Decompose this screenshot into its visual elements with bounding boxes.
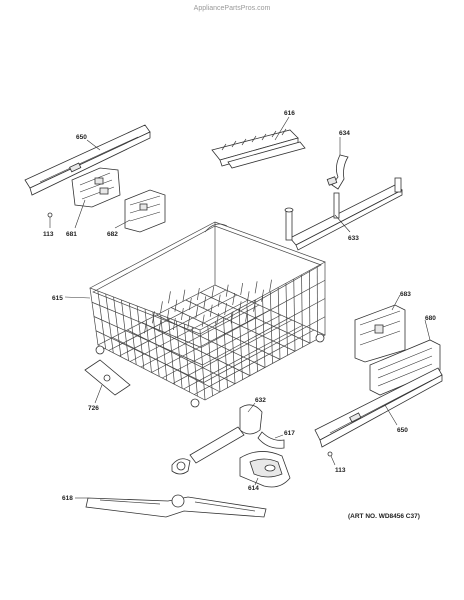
clip-726[interactable]	[84, 359, 131, 396]
callout-726: 726	[88, 405, 99, 412]
rack-wire	[230, 311, 234, 324]
rack-wire	[211, 286, 215, 299]
callout-614: 614	[248, 485, 259, 492]
screw-113-upper[interactable]	[47, 212, 53, 218]
bracket-680[interactable]	[369, 339, 441, 396]
rack-wire	[174, 299, 178, 312]
rack-wire	[203, 296, 207, 309]
callout-113-upper: 113	[43, 231, 54, 238]
spray-arm-618[interactable]	[85, 494, 267, 518]
rack-wire	[246, 291, 250, 304]
tine-row-616[interactable]	[211, 128, 306, 169]
callout-650-lower: 650	[397, 427, 408, 434]
housing-614[interactable]	[239, 451, 291, 488]
rack-wire	[201, 314, 205, 327]
spray-hub-632[interactable]	[171, 404, 263, 475]
callout-616: 616	[284, 110, 295, 117]
callout-634: 634	[339, 130, 350, 137]
rack-wire	[196, 287, 200, 301]
rack-wire	[232, 292, 236, 306]
rack-wire	[195, 306, 199, 319]
rack-wire	[188, 297, 192, 311]
callout-683: 683	[400, 291, 411, 298]
spray-manifold-633[interactable]	[284, 177, 403, 251]
callout-618: 618	[62, 495, 73, 502]
rack-wire	[152, 311, 155, 324]
callout-680: 680	[425, 315, 436, 322]
art-number: (ART NO. WD8456 C37)	[348, 513, 420, 520]
bracket-681[interactable]	[71, 167, 121, 208]
screw-113-lower[interactable]	[327, 451, 333, 457]
rack-wire	[202, 298, 326, 366]
rack-wire	[254, 281, 258, 294]
callout-633: 633	[348, 235, 359, 242]
rack-wire	[200, 292, 311, 344]
hose-617[interactable]	[257, 431, 285, 449]
rack-wire	[141, 322, 251, 376]
bracket-682[interactable]	[124, 189, 166, 233]
callout-650-upper: 650	[76, 134, 87, 141]
callout-617: 617	[284, 430, 295, 437]
rack-wire	[245, 309, 248, 322]
rack-wire	[158, 319, 162, 332]
rack-wire	[203, 316, 326, 383]
rack-wire	[253, 299, 256, 312]
rack-wire	[185, 299, 296, 352]
rack-basket-615[interactable]	[89, 221, 326, 408]
rack-wire	[240, 282, 244, 296]
rack-wire	[112, 337, 221, 393]
rack-wire	[224, 302, 228, 316]
callout-615: 615	[52, 295, 63, 302]
rack-wire	[160, 301, 163, 314]
rack-wire	[144, 321, 147, 334]
rack-wire	[217, 294, 221, 307]
callout-632: 632	[255, 397, 266, 404]
rack-wire	[216, 312, 220, 326]
rack-wire	[225, 284, 229, 297]
callout-682: 682	[107, 231, 118, 238]
rack-wire	[168, 291, 171, 304]
rack-wire	[170, 307, 281, 360]
rack-wire	[182, 289, 186, 302]
callout-113-lower: 113	[335, 467, 346, 474]
callout-labels: 650 616 634 113 681 682 633 615 683 680 …	[43, 110, 436, 502]
rack-wire	[261, 289, 264, 302]
leader-lines	[49, 116, 431, 499]
rack-wire	[127, 329, 236, 385]
rack-wire	[187, 316, 191, 329]
rack-wire	[209, 304, 213, 317]
lower-rail-650[interactable]	[314, 367, 443, 448]
rack-wire	[269, 279, 272, 292]
upper-rail-650[interactable]	[24, 124, 151, 196]
site-watermark: AppliancePartsPros.com	[194, 5, 271, 12]
rack-wire	[180, 307, 184, 321]
feed-tube-634[interactable]	[326, 154, 349, 190]
callout-681: 681	[66, 231, 77, 238]
rack-wire	[166, 309, 170, 322]
